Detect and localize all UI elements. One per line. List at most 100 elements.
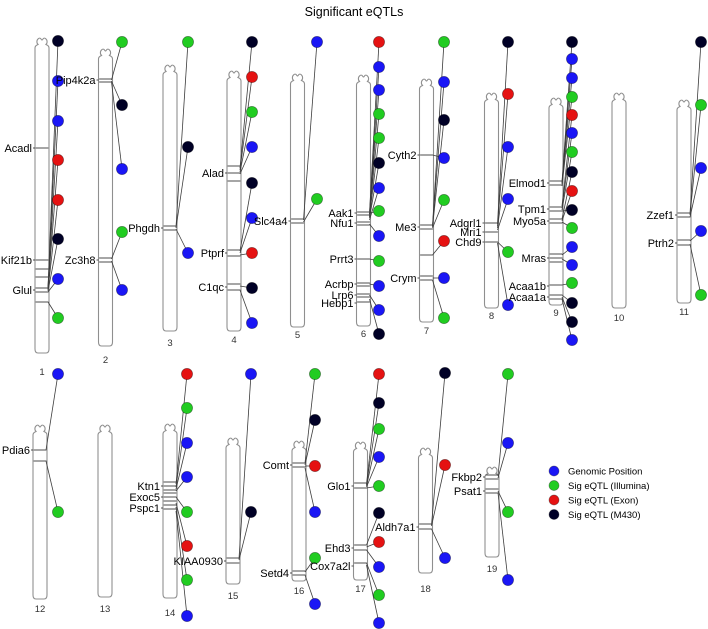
eqtl-dot-genomic <box>52 273 64 285</box>
connector-line <box>689 167 702 218</box>
gene-label-setd4: Setd4 <box>260 568 289 580</box>
eqtl-dot-illumina <box>438 312 450 324</box>
chromosome-14-outline <box>162 423 178 599</box>
eqtl-dot-exon <box>373 536 385 548</box>
eqtl-dot-genomic <box>182 247 194 259</box>
legend-label-m430: Sig eQTL (M430) <box>568 510 641 521</box>
eqtl-dot-genomic <box>246 317 258 329</box>
chromosome-15-outline <box>225 437 241 585</box>
eqtl-dot-m430 <box>502 36 514 48</box>
gene-label-pdia6: Pdia6 <box>2 445 30 457</box>
chromosome-8-outline <box>483 92 500 309</box>
connector-line <box>239 41 253 169</box>
eqtl-dot-illumina <box>309 368 321 380</box>
eqtl-dot-genomic <box>566 334 578 346</box>
gene-label-myo5a: Myo5a <box>513 216 547 228</box>
chromosome-number-12: 12 <box>35 604 46 615</box>
gene-label-alad: Alad <box>202 168 224 180</box>
chromosome-number-16: 16 <box>294 586 305 597</box>
eqtl-dot-genomic <box>52 368 64 380</box>
connector-line <box>111 81 123 170</box>
connector-line <box>497 146 509 229</box>
chromosome-2-outline <box>97 48 114 347</box>
gene-label-hebp1: Hebp1 <box>321 298 353 310</box>
eqtl-dot-genomic <box>373 451 385 463</box>
eqtl-dot-genomic <box>246 212 258 224</box>
eqtl-dot-illumina <box>438 36 450 48</box>
eqtl-dot-genomic <box>566 259 578 271</box>
eqtl-dot-exon <box>181 540 193 552</box>
eqtl-dot-genomic <box>566 127 578 139</box>
connector-line <box>175 442 188 490</box>
eqtl-dot-m430 <box>566 204 578 216</box>
eqtl-dot-m430 <box>438 114 450 126</box>
gene-label-chd9: Chd9 <box>455 237 481 249</box>
chromosome-17-outline <box>352 441 369 581</box>
eqtl-dot-illumina <box>373 132 385 144</box>
connector-line <box>239 76 253 171</box>
eqtl-dot-genomic <box>566 241 578 253</box>
chromosome-number-19: 19 <box>487 564 498 575</box>
connector-line <box>497 373 509 477</box>
eqtl-dot-illumina <box>52 506 64 518</box>
eqtl-dot-genomic <box>245 368 257 380</box>
gene-label-cyth2: Cyth2 <box>388 150 417 162</box>
chromosome-13-outline <box>97 424 113 598</box>
eqtl-dot-exon <box>181 368 193 380</box>
gene-label-zc3h8: Zc3h8 <box>65 255 96 267</box>
connector-line <box>175 146 189 229</box>
chromosome-3-outline <box>162 64 178 332</box>
gene-label-acadl: Acadl <box>4 143 32 155</box>
eqtl-dot-m430 <box>52 35 64 47</box>
eqtl-dot-illumina <box>181 402 193 414</box>
eqtl-dot-m430 <box>439 367 451 379</box>
gene-label-mri1: Mri1 <box>460 227 481 239</box>
eqtl-dot-illumina <box>309 552 321 564</box>
eqtl-dot-genomic <box>116 163 128 175</box>
gene-label-me3: Me3 <box>395 222 416 234</box>
eqtl-dot-genomic <box>373 561 385 573</box>
eqtl-dot-m430 <box>373 157 385 169</box>
legend-dot-m430 <box>548 509 560 520</box>
eqtl-dot-m430 <box>566 297 578 309</box>
gene-label-glul: Glul <box>12 285 32 297</box>
connector-line <box>239 111 253 173</box>
gene-label-zzef1: Zzef1 <box>646 210 674 222</box>
connector-line <box>304 419 316 466</box>
eqtl-dot-genomic <box>373 304 385 316</box>
connector-line <box>432 41 445 227</box>
legend-dot-genomic <box>548 465 560 477</box>
chromosome-16-outline <box>291 440 307 582</box>
eqtl-dot-illumina <box>311 193 323 205</box>
eqtl-dot-illumina <box>373 423 385 435</box>
gene-label-elmod1: Elmod1 <box>509 178 546 190</box>
eqtl-dot-genomic <box>438 152 450 164</box>
chromosome-number-7: 7 <box>424 326 429 337</box>
legend-dot-exon <box>548 494 560 506</box>
gene-label-glo1: Glo1 <box>327 481 350 493</box>
eqtl-dot-illumina <box>373 589 385 601</box>
eqtl-dot-m430 <box>52 233 64 245</box>
eqtl-dot-genomic <box>695 225 707 237</box>
figure-title: Significant eQTLs <box>304 5 404 19</box>
eqtl-dot-genomic <box>373 84 385 96</box>
eqtl-dot-exon <box>438 235 450 247</box>
connector-line <box>238 511 252 561</box>
eqtl-dot-m430 <box>182 141 194 153</box>
eqtl-dot-illumina <box>116 36 128 48</box>
chromosome-12-outline <box>32 424 48 600</box>
eqtl-dot-illumina <box>566 222 578 234</box>
eqtl-dot-m430 <box>245 506 257 518</box>
eqtl-dot-illumina <box>373 108 385 120</box>
eqtl-dot-m430 <box>246 177 258 189</box>
chromosome-number-9: 9 <box>553 308 558 319</box>
connector-line <box>497 242 509 306</box>
eqtl-dot-illumina <box>695 99 707 111</box>
connector-line <box>175 510 188 617</box>
eqtl-dot-m430 <box>695 36 707 48</box>
